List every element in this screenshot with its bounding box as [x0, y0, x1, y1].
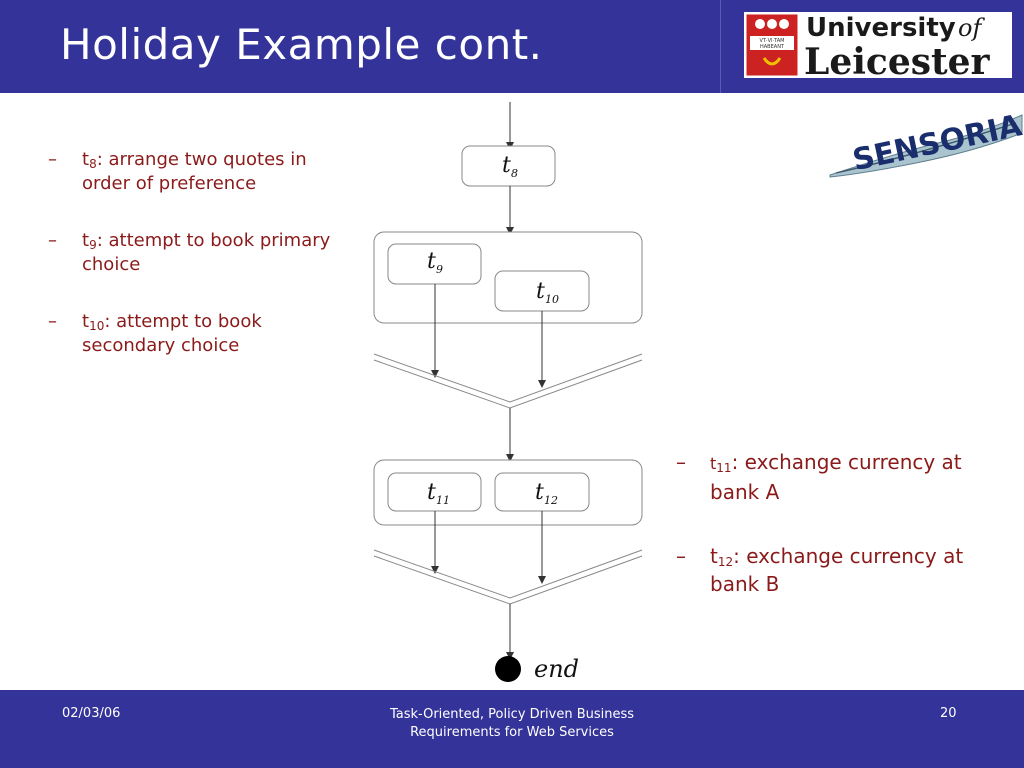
- svg-text:t: t: [535, 480, 544, 505]
- svg-text:HABEANT: HABEANT: [760, 44, 785, 50]
- workflow-diagram: t 8 t 9 t 10 t 11 t: [360, 96, 660, 692]
- task-t8: t 8: [461, 145, 556, 187]
- svg-text:University: University: [806, 13, 956, 43]
- bullet-item-t10: – t10: attempt to book secondary choice: [48, 311, 262, 356]
- svg-text:t: t: [536, 279, 545, 304]
- svg-text:t: t: [427, 480, 436, 505]
- task-t9: t 9: [387, 243, 482, 285]
- page-number: 20: [940, 706, 957, 721]
- task-t11: t 11: [387, 472, 482, 512]
- join-bar-1: [373, 353, 643, 409]
- join-bar-2: [373, 549, 643, 605]
- left-bullet-list: – t8: arrange two quotes in order of pre…: [48, 148, 348, 391]
- footer-title: Task-Oriented, Policy Driven Business Re…: [389, 707, 635, 740]
- bullet-item-t11: – t11: exchange currency at bank A: [676, 450, 962, 504]
- end-node: [495, 656, 521, 682]
- svg-text:12: 12: [544, 494, 558, 507]
- bullet-item-t8: – t8: arrange two quotes in order of pre…: [48, 149, 307, 194]
- svg-text:8: 8: [511, 167, 518, 180]
- header-bar: Holiday Example cont. VT·VI·TAM HABEANT …: [0, 0, 1024, 93]
- svg-text:SENSORIA: SENSORIA: [850, 108, 1024, 178]
- svg-text:10: 10: [545, 293, 559, 306]
- footer-date: 02/03/06: [62, 706, 121, 721]
- end-label: end: [534, 655, 579, 683]
- svg-text:t: t: [502, 153, 511, 178]
- bullet-item-t12: – t12: exchange currency at bank B: [676, 544, 964, 596]
- svg-text:9: 9: [436, 263, 443, 276]
- svg-text:Leicester: Leicester: [804, 41, 991, 78]
- sensoria-logo: SENSORIA: [826, 93, 1024, 181]
- svg-text:VT·VI·TAM: VT·VI·TAM: [760, 38, 785, 44]
- svg-text:t: t: [427, 249, 436, 274]
- footer-bar: 02/03/06 Task-Oriented, Policy Driven Bu…: [0, 690, 1024, 768]
- svg-text:11: 11: [436, 494, 450, 507]
- svg-text:of: of: [958, 14, 985, 42]
- task-t12: t 12: [494, 472, 590, 512]
- university-logo: VT·VI·TAM HABEANT University of Leiceste…: [744, 12, 1012, 83]
- header-divider: [720, 0, 721, 93]
- right-bullet-list: – t11: exchange currency at bank A – t12…: [676, 448, 996, 634]
- bullet-item-t9: – t9: attempt to book primary choice: [48, 230, 331, 275]
- task-t10: t 10: [494, 270, 590, 312]
- slide-title: Holiday Example cont.: [60, 20, 543, 69]
